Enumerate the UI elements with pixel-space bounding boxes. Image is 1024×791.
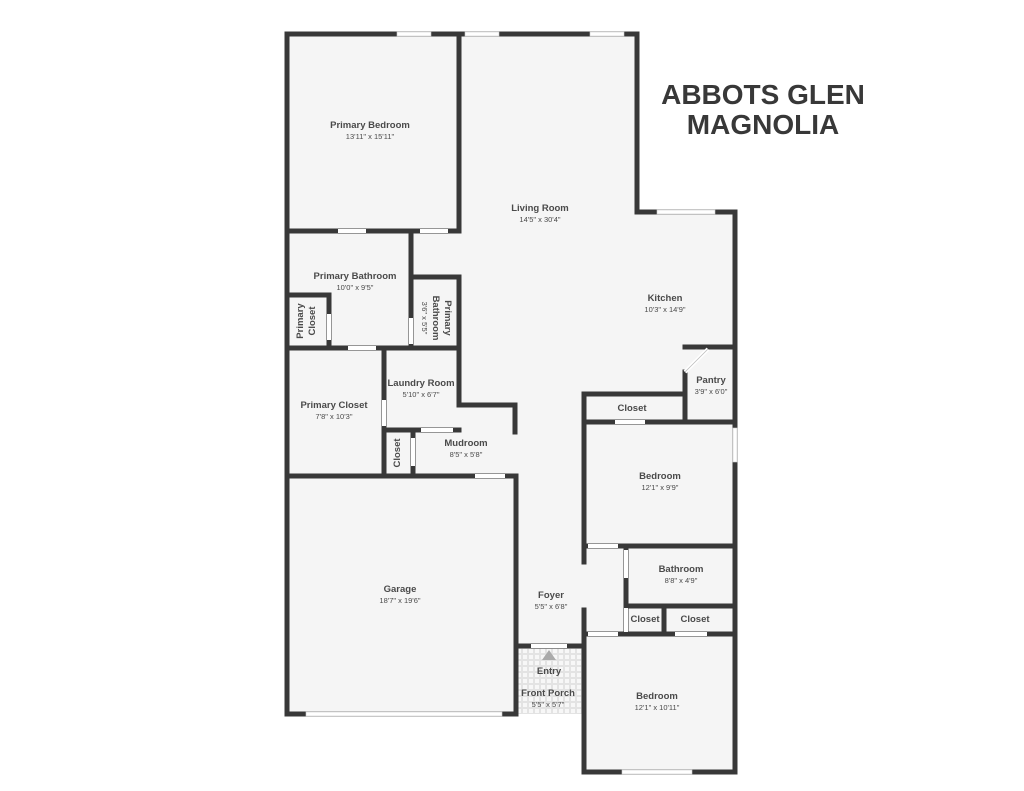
title-line-2: MAGNOLIA [686, 109, 840, 140]
floor-fill [287, 34, 735, 772]
plan-title: ABBOTS GLEN MAGNOLIA [640, 80, 886, 140]
windows [305, 31, 738, 775]
title-line-1: ABBOTS GLEN [661, 79, 865, 110]
door-openings [327, 229, 707, 648]
entry-arrow-icon [542, 650, 556, 660]
